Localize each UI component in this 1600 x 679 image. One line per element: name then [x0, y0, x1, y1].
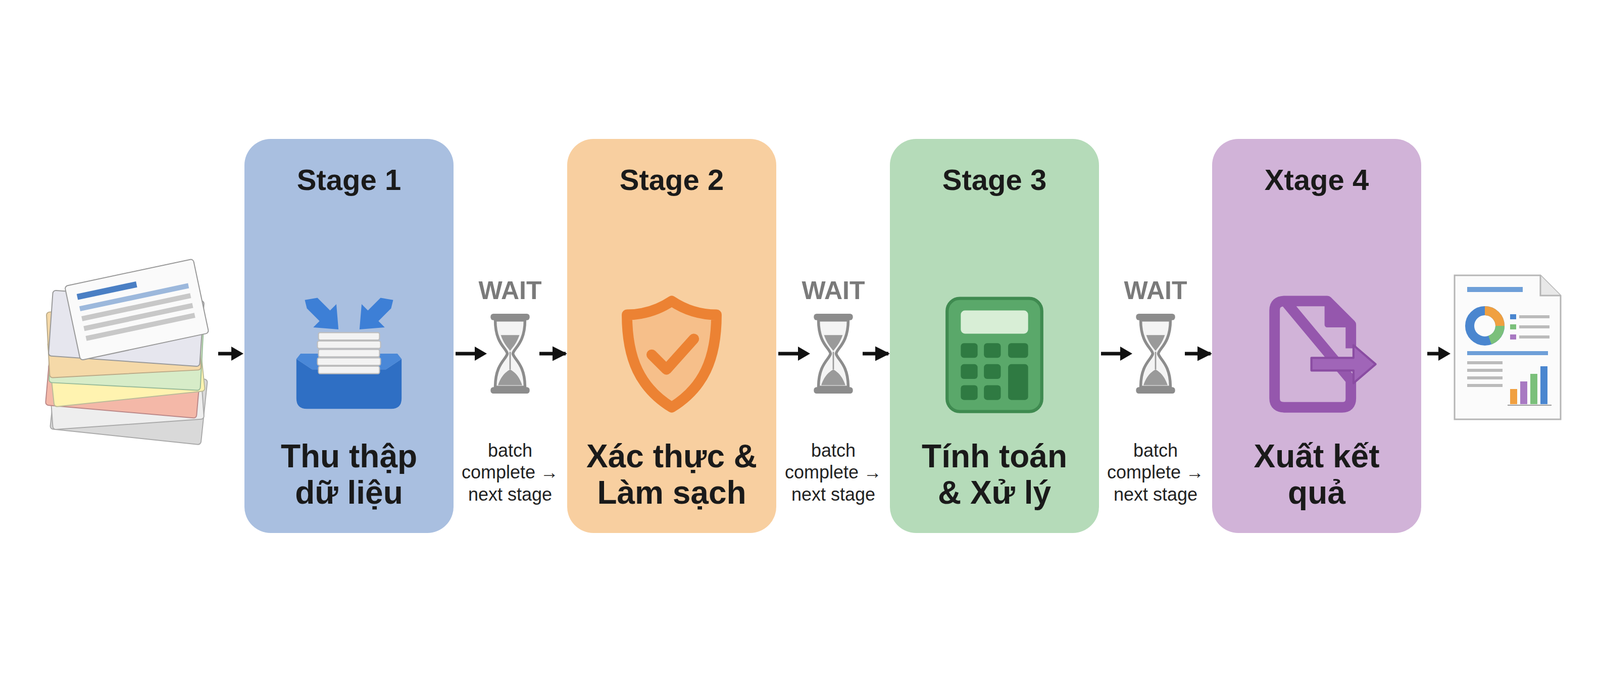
wait-hourglass: [1120, 313, 1185, 394]
hourglass-icon: [490, 313, 530, 394]
stage-box: Stage 3 Tính toán & Xử lý: [889, 138, 1099, 533]
stage-icon-shape: [296, 297, 402, 410]
arrow-head: [797, 346, 811, 361]
stage-box: Stage 2 Xác thực & Làm sạch: [567, 138, 777, 533]
stage-description: Xuất kết quả: [1250, 438, 1383, 511]
stage-icon-shape: [1274, 301, 1376, 408]
hourglass-icon: [813, 313, 853, 394]
batch-note: batch complete → next stage: [777, 439, 889, 506]
wait-label: WAIT: [1124, 275, 1188, 306]
wait-hourglass: [474, 313, 540, 394]
stage-icon: [608, 290, 735, 417]
stage-description: Xác thực & Làm sạch: [575, 438, 769, 511]
hourglass-icon: [1135, 313, 1175, 394]
stage-box: Xtage 4 Xuất kết quả: [1212, 138, 1422, 533]
wait-label: WAIT: [478, 275, 542, 306]
stage-icon-shape: [626, 301, 717, 408]
batch-note: batch complete → next stage: [1100, 439, 1212, 506]
stage-box: Stage 1 Thu thập dữ liệu: [244, 138, 454, 533]
arrow-head: [1120, 346, 1133, 361]
stage-description: Thu thập dữ liệu: [265, 438, 433, 511]
stage-icon: [285, 290, 413, 417]
report-document: [1454, 275, 1561, 420]
document-stack: [45, 258, 210, 445]
arrow-head: [474, 346, 487, 361]
stage-icon: [931, 290, 1058, 417]
batch-note: batch complete → next stage: [454, 439, 566, 506]
stage-title: Xtage 4: [1212, 163, 1422, 197]
wait-hourglass: [797, 313, 863, 394]
stage-icon: [1253, 290, 1380, 417]
stage-title: Stage 3: [889, 163, 1099, 197]
stage-description: Tính toán & Xử lý: [911, 438, 1078, 511]
stage-icon-shape: [946, 298, 1042, 412]
stage-title: Stage 1: [244, 163, 454, 197]
wait-label: WAIT: [802, 275, 866, 306]
stage-title: Stage 2: [567, 163, 777, 197]
